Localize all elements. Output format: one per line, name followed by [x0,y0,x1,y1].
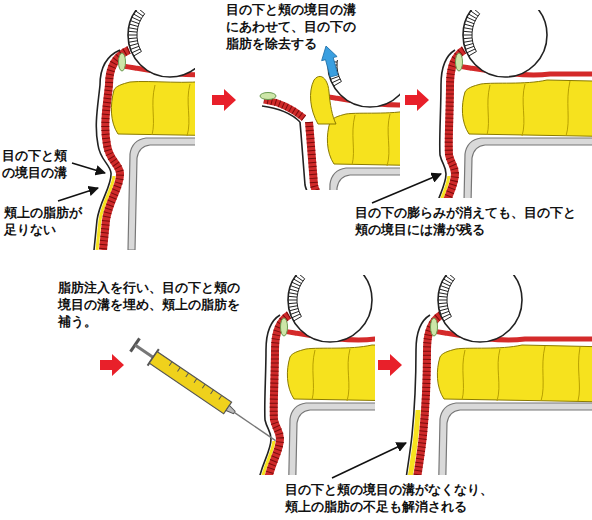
fat-lobules [487,81,592,136]
orbicularis-muscle [103,50,129,250]
eyelid-flap-muscle [264,100,304,118]
bone [128,138,195,250]
skin-line [404,315,430,475]
eyeball [328,60,400,107]
bone [328,168,400,190]
tarsal-plate [281,318,288,336]
orbital-fat [327,110,400,167]
eyeball [288,275,372,342]
orbital-fat [111,80,195,137]
fat-lobules [312,346,375,401]
tarsal-plate [260,93,276,100]
annotation-text: 目の下と頬の境目の溝がなくなり、頬上の脂肪の不足も解消される [285,482,499,516]
eyelid-flap-skin [262,106,300,122]
muscle-fibers [305,122,320,190]
syringe-tip [226,405,236,414]
bone [288,403,375,475]
anatomy-panel [402,258,592,515]
eyeball [128,10,195,77]
tarsal-plate [456,53,463,71]
leader-arrow [58,188,98,201]
fat-lobules [152,81,195,136]
muscle-fibers [264,100,304,118]
muscle-fibers [440,50,464,198]
orbicularis-muscle [440,50,464,198]
tarsal-plate [431,318,438,336]
tarsal-plate [119,53,126,71]
syringe-barrel [149,352,231,414]
leader-arrow [72,163,105,173]
orbital-fat [287,345,375,402]
annotation-text: 頬上の脂肪が足りない [4,205,88,239]
syringe [129,337,281,449]
anatomy-panel [260,23,500,280]
step-arrow [100,354,124,376]
protruding-fat [311,76,336,124]
syringe-plunger [135,345,155,358]
syringe-scale [169,362,221,400]
step-arrow [212,89,236,111]
orbicularis-muscle [305,122,320,190]
orbital-fat [437,345,592,402]
leader-arrow [372,174,441,203]
annotation-text: 目の下の膨らみが消えても、目の下と頬の境目には溝が残る [355,205,586,239]
skin-line [256,315,280,475]
eyeball [438,275,522,342]
annotation-text: 脂肪注入を行い、目の下と頬の境目の溝を埋め、頬上の脂肪を補う。 [58,280,246,331]
skin-line [431,50,455,198]
removal-arrow [318,44,341,78]
leader-arrow [332,443,406,478]
orbital-fat [462,80,592,137]
bone [463,138,592,198]
syringe-needle [234,412,275,440]
skin-line [296,122,311,190]
annotation-text: 目の下と頬の境目の溝 [2,148,73,182]
anatomy-panel [256,258,460,515]
muscle-fibers [103,50,129,250]
skin-line [94,50,120,250]
step-arrow [405,89,429,111]
fat-lobules [462,346,580,401]
fat-lobules [352,111,400,166]
bone [438,403,592,475]
annotation-text: 目の下と頬の境目の溝にあわせて、目の下の脂肪を除去する [226,2,366,53]
step-arrow [378,354,402,376]
eyeball [463,10,547,77]
removal-arrow-shape [318,44,341,78]
